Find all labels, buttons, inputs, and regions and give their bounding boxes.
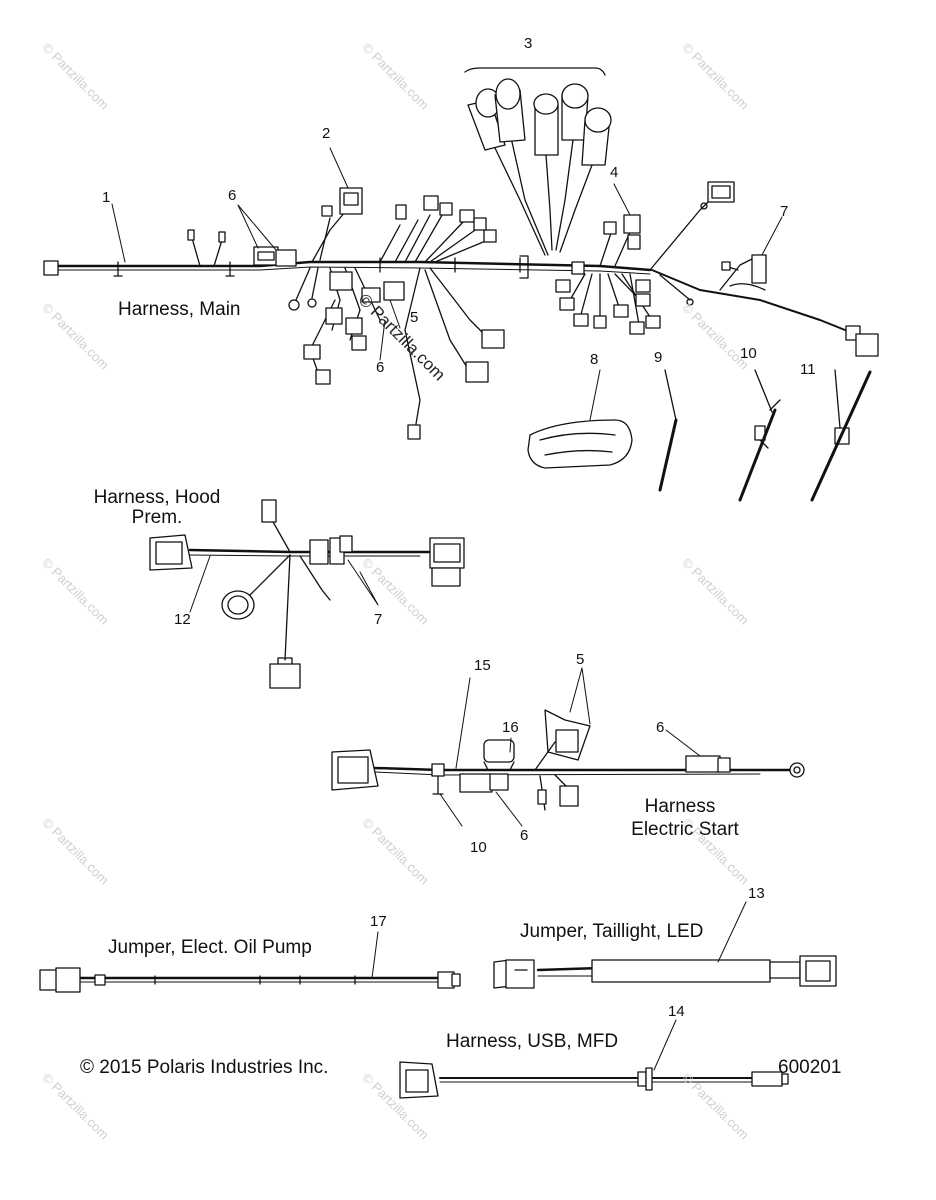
callout-10b: 10 bbox=[470, 839, 487, 856]
electric-start-harness[interactable] bbox=[331, 709, 805, 811]
item-11-push-tie[interactable] bbox=[810, 369, 872, 502]
label-harness-hood-line1: Harness, Hood bbox=[93, 487, 221, 508]
callout-15: 15 bbox=[474, 657, 491, 674]
label-harness-usb: Harness, USB, MFD bbox=[446, 1031, 619, 1052]
label-harness-elec-line1: Harness bbox=[644, 796, 716, 817]
oil-pump-leader bbox=[371, 931, 379, 979]
callout-5a: 5 bbox=[410, 309, 419, 326]
callout-17: 17 bbox=[370, 913, 387, 930]
hood-leaders bbox=[189, 555, 379, 613]
callout-10a: 10 bbox=[740, 345, 757, 362]
hood-harness[interactable] bbox=[149, 499, 465, 689]
callout-9: 9 bbox=[654, 349, 663, 366]
callout-6b: 6 bbox=[376, 359, 385, 376]
callout-14: 14 bbox=[668, 1003, 685, 1020]
callout-2: 2 bbox=[322, 125, 331, 142]
item-10-clip-tie[interactable] bbox=[738, 369, 781, 502]
electric-leaders bbox=[439, 667, 701, 827]
main-harness[interactable] bbox=[43, 181, 879, 440]
callout-6c: 6 bbox=[656, 719, 665, 736]
item-9-cable-tie[interactable] bbox=[658, 369, 678, 492]
callout-7a: 7 bbox=[780, 203, 789, 220]
label-harness-main: Harness, Main bbox=[118, 299, 241, 320]
oil-pump-jumper[interactable] bbox=[39, 967, 461, 993]
callout-13: 13 bbox=[748, 885, 765, 902]
callout-6d: 6 bbox=[520, 827, 529, 844]
callout-3: 3 bbox=[524, 35, 533, 52]
callout-11: 11 bbox=[800, 361, 816, 378]
diagram-number: 600201 bbox=[778, 1057, 842, 1078]
usb-harness[interactable] bbox=[399, 1061, 789, 1099]
callout-16: 16 bbox=[502, 719, 519, 736]
callout-8: 8 bbox=[590, 351, 599, 368]
item-3-bulb-holders[interactable] bbox=[464, 67, 612, 256]
usb-leader bbox=[653, 1019, 677, 1071]
taillight-leader bbox=[717, 901, 747, 963]
callout-5b: 5 bbox=[576, 651, 585, 668]
item-8-boot[interactable] bbox=[527, 419, 633, 469]
label-harness-elec-line2: Electric Start bbox=[631, 819, 739, 840]
copyright-text: © 2015 Polaris Industries Inc. bbox=[80, 1057, 329, 1078]
label-jumper-tail: Jumper, Taillight, LED bbox=[520, 921, 704, 942]
callout-6a: 6 bbox=[228, 187, 237, 204]
label-harness-hood-line2: Prem. bbox=[131, 507, 183, 528]
label-jumper-oil: Jumper, Elect. Oil Pump bbox=[108, 937, 312, 958]
callout-12: 12 bbox=[174, 611, 191, 628]
main-leaders bbox=[111, 147, 783, 421]
taillight-jumper[interactable] bbox=[493, 955, 837, 989]
callout-7b: 7 bbox=[374, 611, 383, 628]
callout-1: 1 bbox=[102, 189, 111, 206]
callout-4: 4 bbox=[610, 164, 619, 181]
